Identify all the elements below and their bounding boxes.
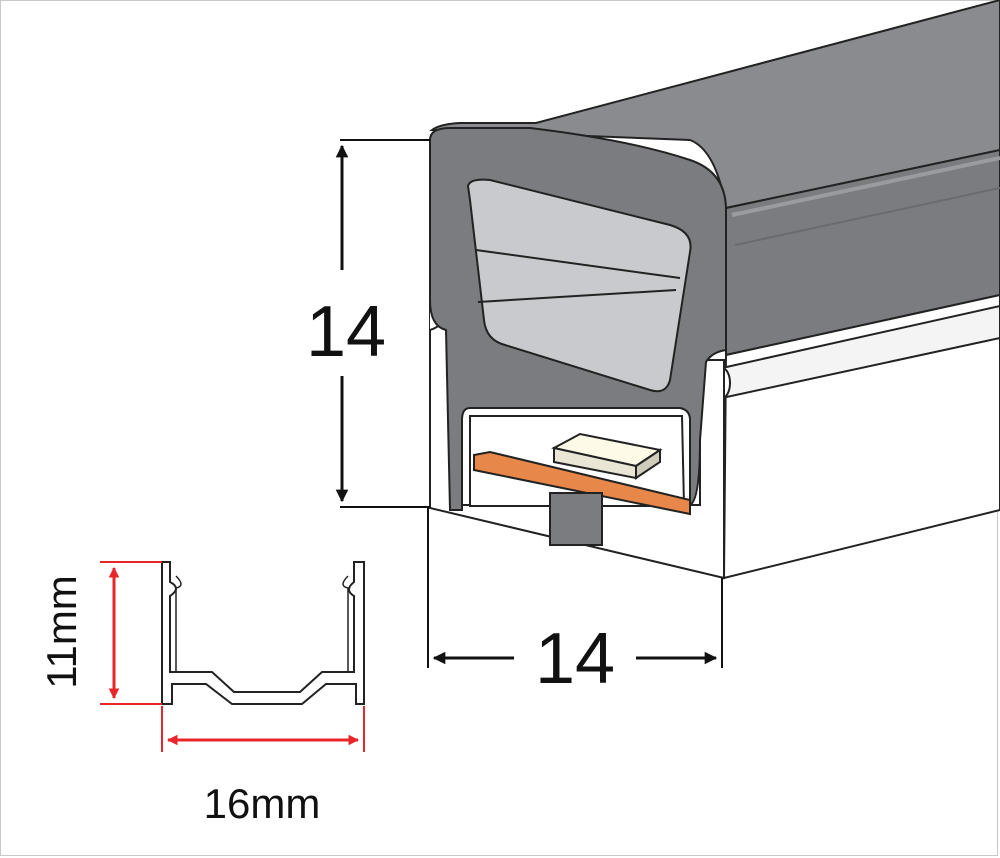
diffuser-line-1 [475, 249, 681, 279]
channel-lip-right [342, 575, 349, 672]
mounting-channel [161, 561, 365, 705]
neon-strip-front-face [429, 127, 727, 580]
channel-width-label: 16mm [204, 780, 321, 827]
mount-slot [549, 492, 603, 546]
channel-lip-left [175, 575, 182, 672]
width-label: 14 [535, 619, 615, 699]
height-label: 14 [306, 292, 386, 372]
led-chip-side [635, 448, 661, 480]
pcb-strip [473, 450, 691, 516]
channel-width-dimension: 16mm [161, 706, 365, 827]
housing-shadow-line [734, 187, 1000, 246]
channel-height-dimension: 11mm [38, 561, 162, 705]
channel-profile [161, 561, 365, 705]
height-dimension: 14 [306, 139, 430, 508]
housing-highlight [731, 156, 1000, 217]
diffuser-window [466, 178, 692, 393]
diffuser-line-2 [477, 289, 677, 303]
width-dimension: 14 [427, 508, 723, 699]
neon-strip-body [429, 0, 1000, 580]
channel-height-label: 11mm [38, 575, 85, 689]
